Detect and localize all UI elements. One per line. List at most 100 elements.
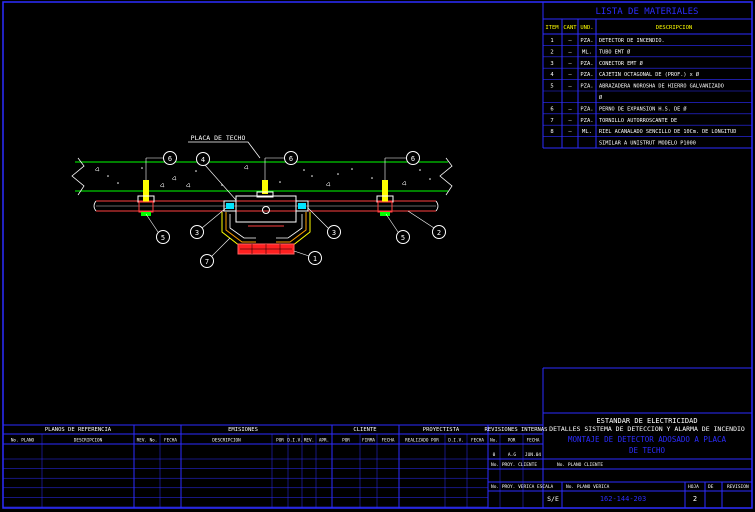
materials-row-cant: –	[568, 61, 572, 67]
label-proy-cliente: No. PROY. CLIENTE	[491, 462, 537, 468]
revision-col-header: FECHA	[382, 438, 395, 444]
rev-row-por: A.G	[508, 452, 516, 458]
materials-row-desc: CAJETIN OCTAGONAL DE (PROF.) x Ø	[599, 71, 700, 78]
materials-row: 6 – PZA. PERNO DE EXPANSION H.S. DE Ø	[543, 105, 752, 115]
materials-row-und: PZA.	[580, 72, 593, 78]
title-line-2: DETALLES SISTEMA DE DETECCION Y ALARMA D…	[549, 425, 745, 433]
sheet-number: 2	[693, 495, 697, 503]
materials-row-und: PZA.	[580, 38, 593, 44]
materials-row-und: PZA.	[580, 118, 593, 124]
revision-col-header: REALIZADO POR	[405, 438, 439, 444]
materials-row-item: 8	[550, 129, 553, 135]
svg-text:7: 7	[205, 258, 209, 266]
section-revisiones-internas: REVISIONES INTERNAS	[485, 427, 548, 433]
callout-3-right: 3	[307, 207, 341, 239]
expansion-bolt-center	[256, 180, 274, 198]
label-de: DE	[708, 484, 714, 490]
materials-row-und: PZA.	[580, 61, 593, 67]
callout-6-center: 6	[264, 151, 298, 180]
revision-col-header: POR	[276, 438, 284, 444]
revision-col-header: D.I.V.	[287, 438, 303, 444]
revision-col-header: FECHA	[527, 438, 540, 444]
slab-leader	[188, 141, 261, 159]
materials-row-item: 6	[550, 106, 553, 112]
materials-row-item: 5	[550, 84, 553, 90]
svg-text:6: 6	[168, 155, 172, 163]
materials-header-und: UND.	[580, 25, 593, 31]
materials-row-item: 2	[550, 49, 553, 55]
fire-detector	[237, 243, 295, 255]
materials-row: SIMILAR A UNISTRUT MODELO P1000	[543, 141, 752, 149]
materials-row: 2–ML.TUBO EMT Ø	[543, 48, 752, 58]
callout-5-left: 5	[145, 213, 170, 244]
materials-title: LISTA DE MATERIALES	[596, 7, 699, 17]
svg-text:4: 4	[201, 156, 205, 164]
revision-col-header: POR	[342, 438, 350, 444]
callout-5-right: 5	[385, 213, 410, 244]
materials-header-cant: CANT	[563, 25, 577, 31]
label-plano-verica: No. PLANO VERICA	[566, 484, 610, 490]
materials-row: 4–PZA.CAJETIN OCTAGONAL DE (PROF.) x Ø	[543, 71, 752, 80]
svg-text:6: 6	[411, 155, 415, 163]
callout-6-left: 6	[145, 151, 177, 180]
revision-col-header: REV. No.	[137, 438, 158, 444]
materials-row: 8 – ML. RIEL ACANALADO SENCILLO DE 10Cm. DE…	[543, 129, 752, 137]
section-cliente: CLIENTE	[353, 427, 376, 433]
callout-6-right: 6	[384, 151, 420, 180]
revision-col-header: FECHA	[164, 438, 177, 444]
scale-value: S/E	[547, 495, 559, 503]
materials-row-cant: –	[568, 49, 572, 55]
materials-row-cant: –	[568, 72, 572, 78]
rev-row-no: 0	[493, 452, 496, 458]
revision-col-header: No. PLANO	[11, 438, 35, 444]
title-line-1: ESTANDAR DE ELECTRICIDAD	[596, 417, 697, 425]
materials-row-desc: CONECTOR EMT Ø	[599, 60, 644, 67]
svg-text:2: 2	[437, 229, 441, 237]
revision-col-header: APR.	[319, 438, 329, 444]
materials-row-desc: ABRAZADERA NOROSHA DE HIERRO GALVANIZADO	[599, 84, 724, 90]
materials-list: LISTA DE MATERIALES ITEM CANT UND. DESCR…	[542, 2, 752, 149]
svg-text:3: 3	[195, 229, 199, 237]
revision-col-header: DESCRIPCION	[212, 438, 241, 444]
label-revision: REVISION	[727, 484, 749, 490]
revision-col-header: DESCRIPCION	[74, 438, 103, 444]
expansion-bolt-right	[376, 180, 394, 216]
callout-7: 7	[200, 237, 231, 268]
slab-label: PLACA DE TECHO	[191, 134, 246, 142]
svg-text:5: 5	[401, 234, 405, 242]
materials-row-cant: –	[568, 118, 572, 124]
revision-col-header: REV.	[304, 438, 314, 444]
materials-row-und: ML.	[582, 129, 592, 135]
detector-bracket-right	[276, 212, 311, 247]
materials-header-desc: DESCRIPCION	[656, 25, 692, 31]
materials-row: Ø	[543, 94, 752, 103]
svg-text:6: 6	[289, 155, 293, 163]
label-proy-verica: No. PROY. VERICA	[491, 484, 535, 490]
materials-row-desc: PERNO DE EXPANSION H.S. DE Ø	[599, 105, 687, 112]
callout-3-left: 3	[190, 207, 227, 239]
materials-row: 5–PZA.ABRAZADERA NOROSHA DE HIERRO GALVA…	[543, 84, 752, 92]
callout-1: 1	[293, 250, 322, 265]
revision-col-header: No.	[490, 438, 498, 444]
materials-row-und: PZA.	[580, 106, 593, 112]
svg-text:1: 1	[313, 255, 317, 263]
title-block: ESTANDAR DE ELECTRICIDAD DETALLES SISTEM…	[488, 367, 752, 508]
materials-row-desc: Ø	[599, 94, 603, 101]
revision-col-header: POR	[508, 438, 516, 444]
title-line-3: MONTAJE DE DETECTOR ADOSADO A PLACA	[568, 435, 727, 444]
materials-header-item: ITEM	[545, 25, 559, 31]
materials-row-cant: –	[568, 106, 572, 112]
title-line-4: DE TECHO	[629, 446, 666, 455]
svg-text:5: 5	[161, 234, 165, 242]
callout-2: 2	[407, 210, 446, 239]
materials-row-item: 1	[550, 38, 553, 44]
materials-row-cant: –	[568, 129, 572, 135]
materials-row-cant: –	[568, 84, 572, 90]
section-planos-referencia: PLANOS DE REFERENCIA	[45, 427, 112, 433]
label-plano-cliente: No. PLANO CLIENTE	[557, 462, 603, 468]
materials-row-desc: RIEL ACANALADO SENCILLO DE 10Cm. DE LONG…	[599, 129, 736, 135]
materials-row-item: 7	[550, 118, 553, 124]
rev-row-fecha: JUN.04	[525, 452, 542, 458]
